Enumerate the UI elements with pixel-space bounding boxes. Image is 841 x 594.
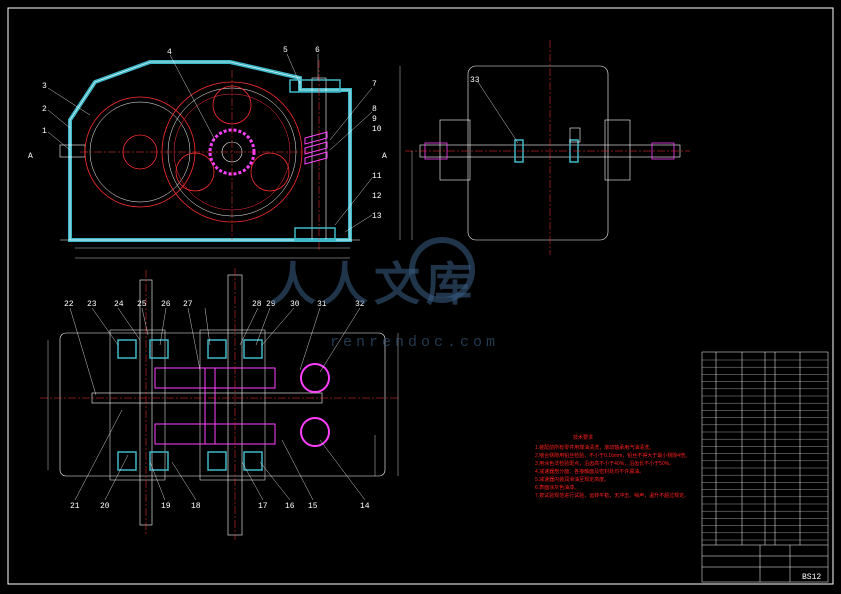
- part-label-23: 23: [87, 300, 97, 309]
- part-label-15: 15: [308, 502, 318, 511]
- part-label-8: 8: [372, 105, 377, 114]
- notes-heading: 技术要求: [573, 434, 593, 441]
- part-label-2: 2: [42, 105, 47, 114]
- part-label-27: 27: [183, 300, 193, 309]
- part-label-32: 32: [355, 300, 365, 309]
- parts-list: [701, 351, 829, 583]
- part-label-5: 5: [283, 46, 288, 55]
- part-label-30: 30: [290, 300, 300, 309]
- watermark-logo-icon: [409, 237, 475, 303]
- parts-list-rows: [702, 359, 828, 541]
- part-label-18: 18: [191, 502, 201, 511]
- part-label-7: 7: [372, 80, 377, 89]
- part-label-26: 26: [161, 300, 171, 309]
- plan-view: 22 23 24 25 26 27 28 29 30 31 32 21 20 1…: [40, 268, 400, 540]
- technical-notes: 技术要求 1.装配前所有零件用煤油清洗，滚动轴承用汽油清洗。 2.啮合侧隙用铅丝…: [535, 434, 690, 499]
- section-mark-right: A: [382, 152, 387, 161]
- part-label-33: 33: [470, 76, 480, 85]
- note-line: 6.表面涂灰色油漆。: [535, 484, 579, 491]
- note-line: 3.用涂色法检验斑点，沿齿高不小于40%，沿齿长不小于50%。: [535, 460, 674, 467]
- section-mark-left: A: [28, 152, 33, 161]
- part-label-12: 12: [372, 192, 382, 201]
- part-label-14: 14: [360, 502, 370, 511]
- part-label-1: 1: [42, 127, 47, 136]
- drawing-code: BS12: [802, 573, 821, 582]
- part-label-13: 13: [372, 212, 382, 221]
- part-label-29: 29: [266, 300, 276, 309]
- part-label-9: 9: [372, 115, 377, 124]
- part-label-31: 31: [317, 300, 327, 309]
- part-label-21: 21: [70, 502, 80, 511]
- part-label-19: 19: [161, 502, 171, 511]
- part-label-11: 11: [372, 172, 382, 181]
- watermark-url: renrendoc.com: [330, 334, 499, 351]
- part-label-22: 22: [64, 300, 74, 309]
- watermark-brand: 人人文库: [270, 258, 478, 310]
- side-view: 33: [399, 40, 690, 255]
- note-line: 1.装配前所有零件用煤油清洗，滚动轴承用汽油清洗。: [535, 444, 654, 451]
- part-label-24: 24: [114, 300, 124, 309]
- part-label-6: 6: [315, 46, 320, 55]
- part-label-4: 4: [167, 48, 172, 57]
- note-line: 7.按试验规范进行试验，运转平稳，无冲击、噪声，温升不超过规定。: [535, 492, 689, 499]
- front-view: 3 2 1 4 5 6 7 8 9 10 11 12 13 A A: [28, 46, 387, 259]
- part-label-10: 10: [372, 125, 382, 134]
- part-label-20: 20: [100, 502, 110, 511]
- part-label-3: 3: [42, 82, 47, 91]
- note-line: 4.减速器剖分面、各接触面及密封处均不许漏油。: [535, 468, 644, 475]
- part-label-16: 16: [285, 502, 295, 511]
- part-label-25: 25: [137, 300, 147, 309]
- watermark: 人人文库 renrendoc.com: [270, 237, 499, 351]
- part-label-28: 28: [252, 300, 262, 309]
- note-line: 2.啮合侧隙用铅丝检验，不小于0.16mm，铅丝不得大于最小侧隙4倍。: [535, 452, 690, 459]
- part-label-17: 17: [258, 502, 268, 511]
- drawing-frame: [7, 7, 834, 585]
- note-line: 5.减速器内装润滑油至规定高度。: [535, 476, 609, 483]
